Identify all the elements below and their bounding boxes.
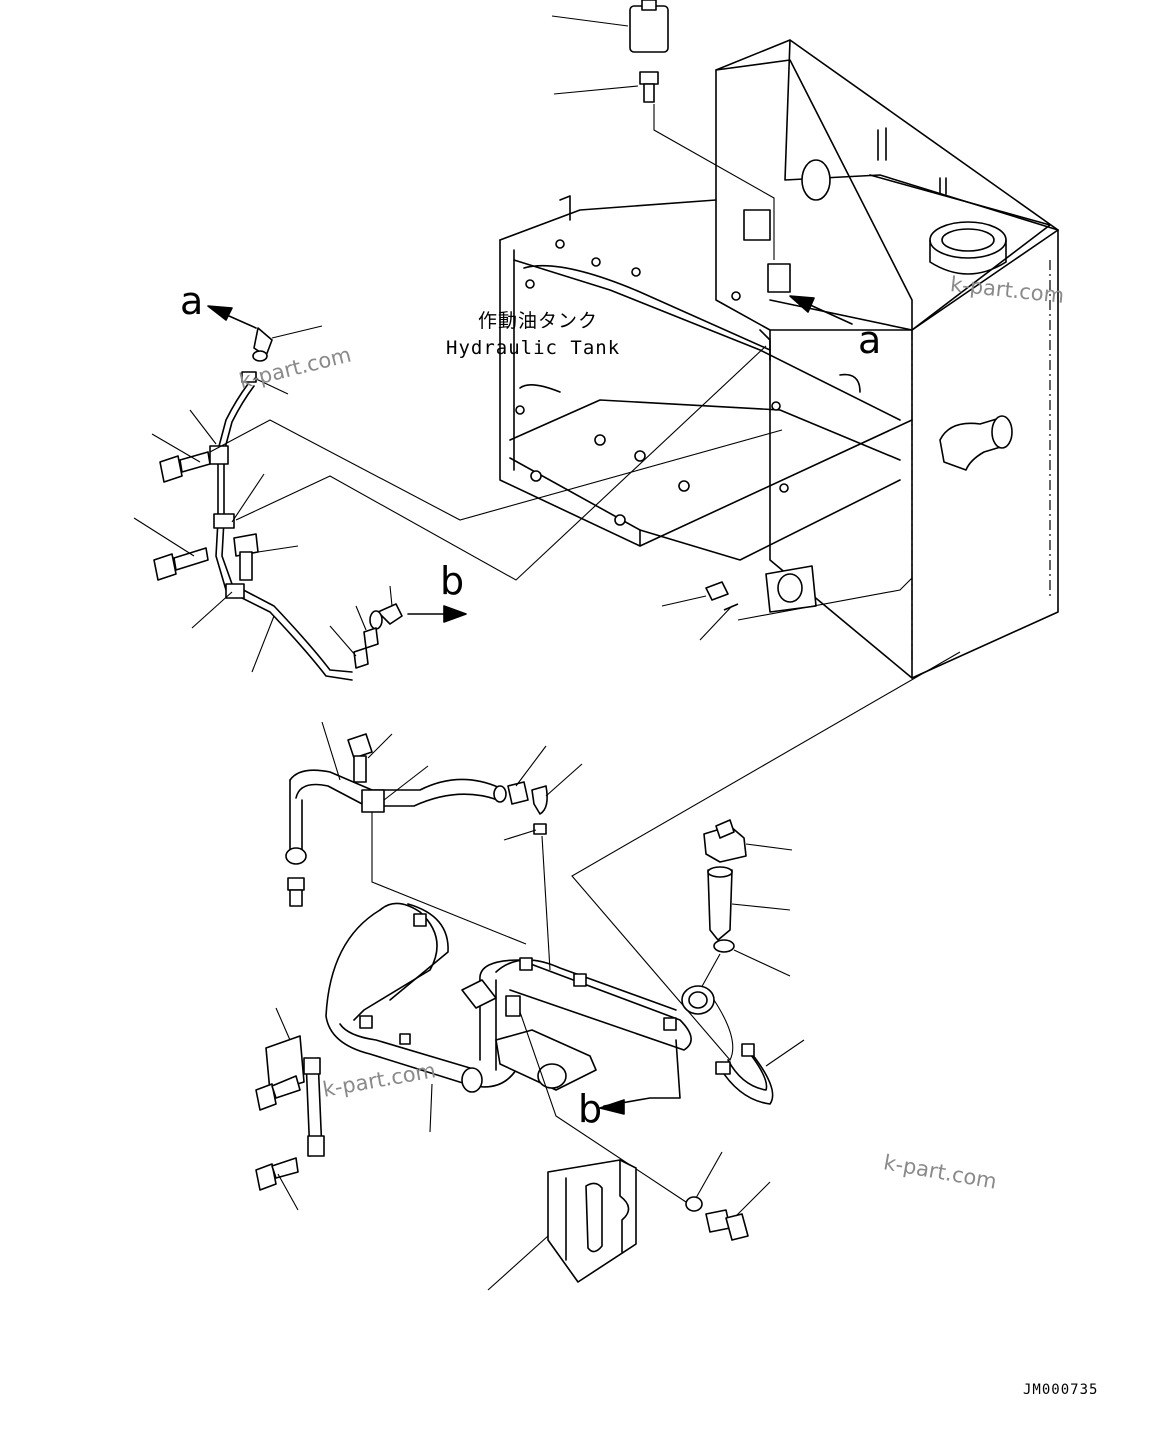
- filler-cap-and-strainer: [571, 651, 961, 1061]
- leader-line: [209, 419, 783, 521]
- callout-a-left: a: [180, 279, 204, 323]
- return-pipe: [325, 902, 692, 1203]
- callout-a-right: a: [858, 318, 882, 362]
- callout-b-upper: b: [440, 559, 465, 603]
- plug-fitting: [661, 577, 913, 641]
- callout-b-lower: b: [578, 1087, 603, 1131]
- drain-tube-assembly-upper: [133, 295, 853, 681]
- frame-structure: [499, 195, 913, 561]
- document-code: JM000735: [1023, 1382, 1099, 1398]
- tank-label-japanese: 作動油タンク: [478, 310, 599, 332]
- guard-plate: [487, 1159, 637, 1291]
- breather-hose: [715, 1039, 805, 1105]
- arrow-b-lower: [599, 1039, 681, 1115]
- drain-hose-assembly: [285, 721, 583, 971]
- mounting-bolt: [685, 1151, 771, 1241]
- pipe-bracket: [255, 1007, 325, 1211]
- tank-label-english: Hydraulic Tank: [446, 337, 621, 359]
- pressure-sensor: [551, 0, 669, 53]
- leader-line: [235, 345, 767, 581]
- adapter-fitting: [553, 71, 775, 260]
- hydraulic-tank: [715, 39, 1059, 679]
